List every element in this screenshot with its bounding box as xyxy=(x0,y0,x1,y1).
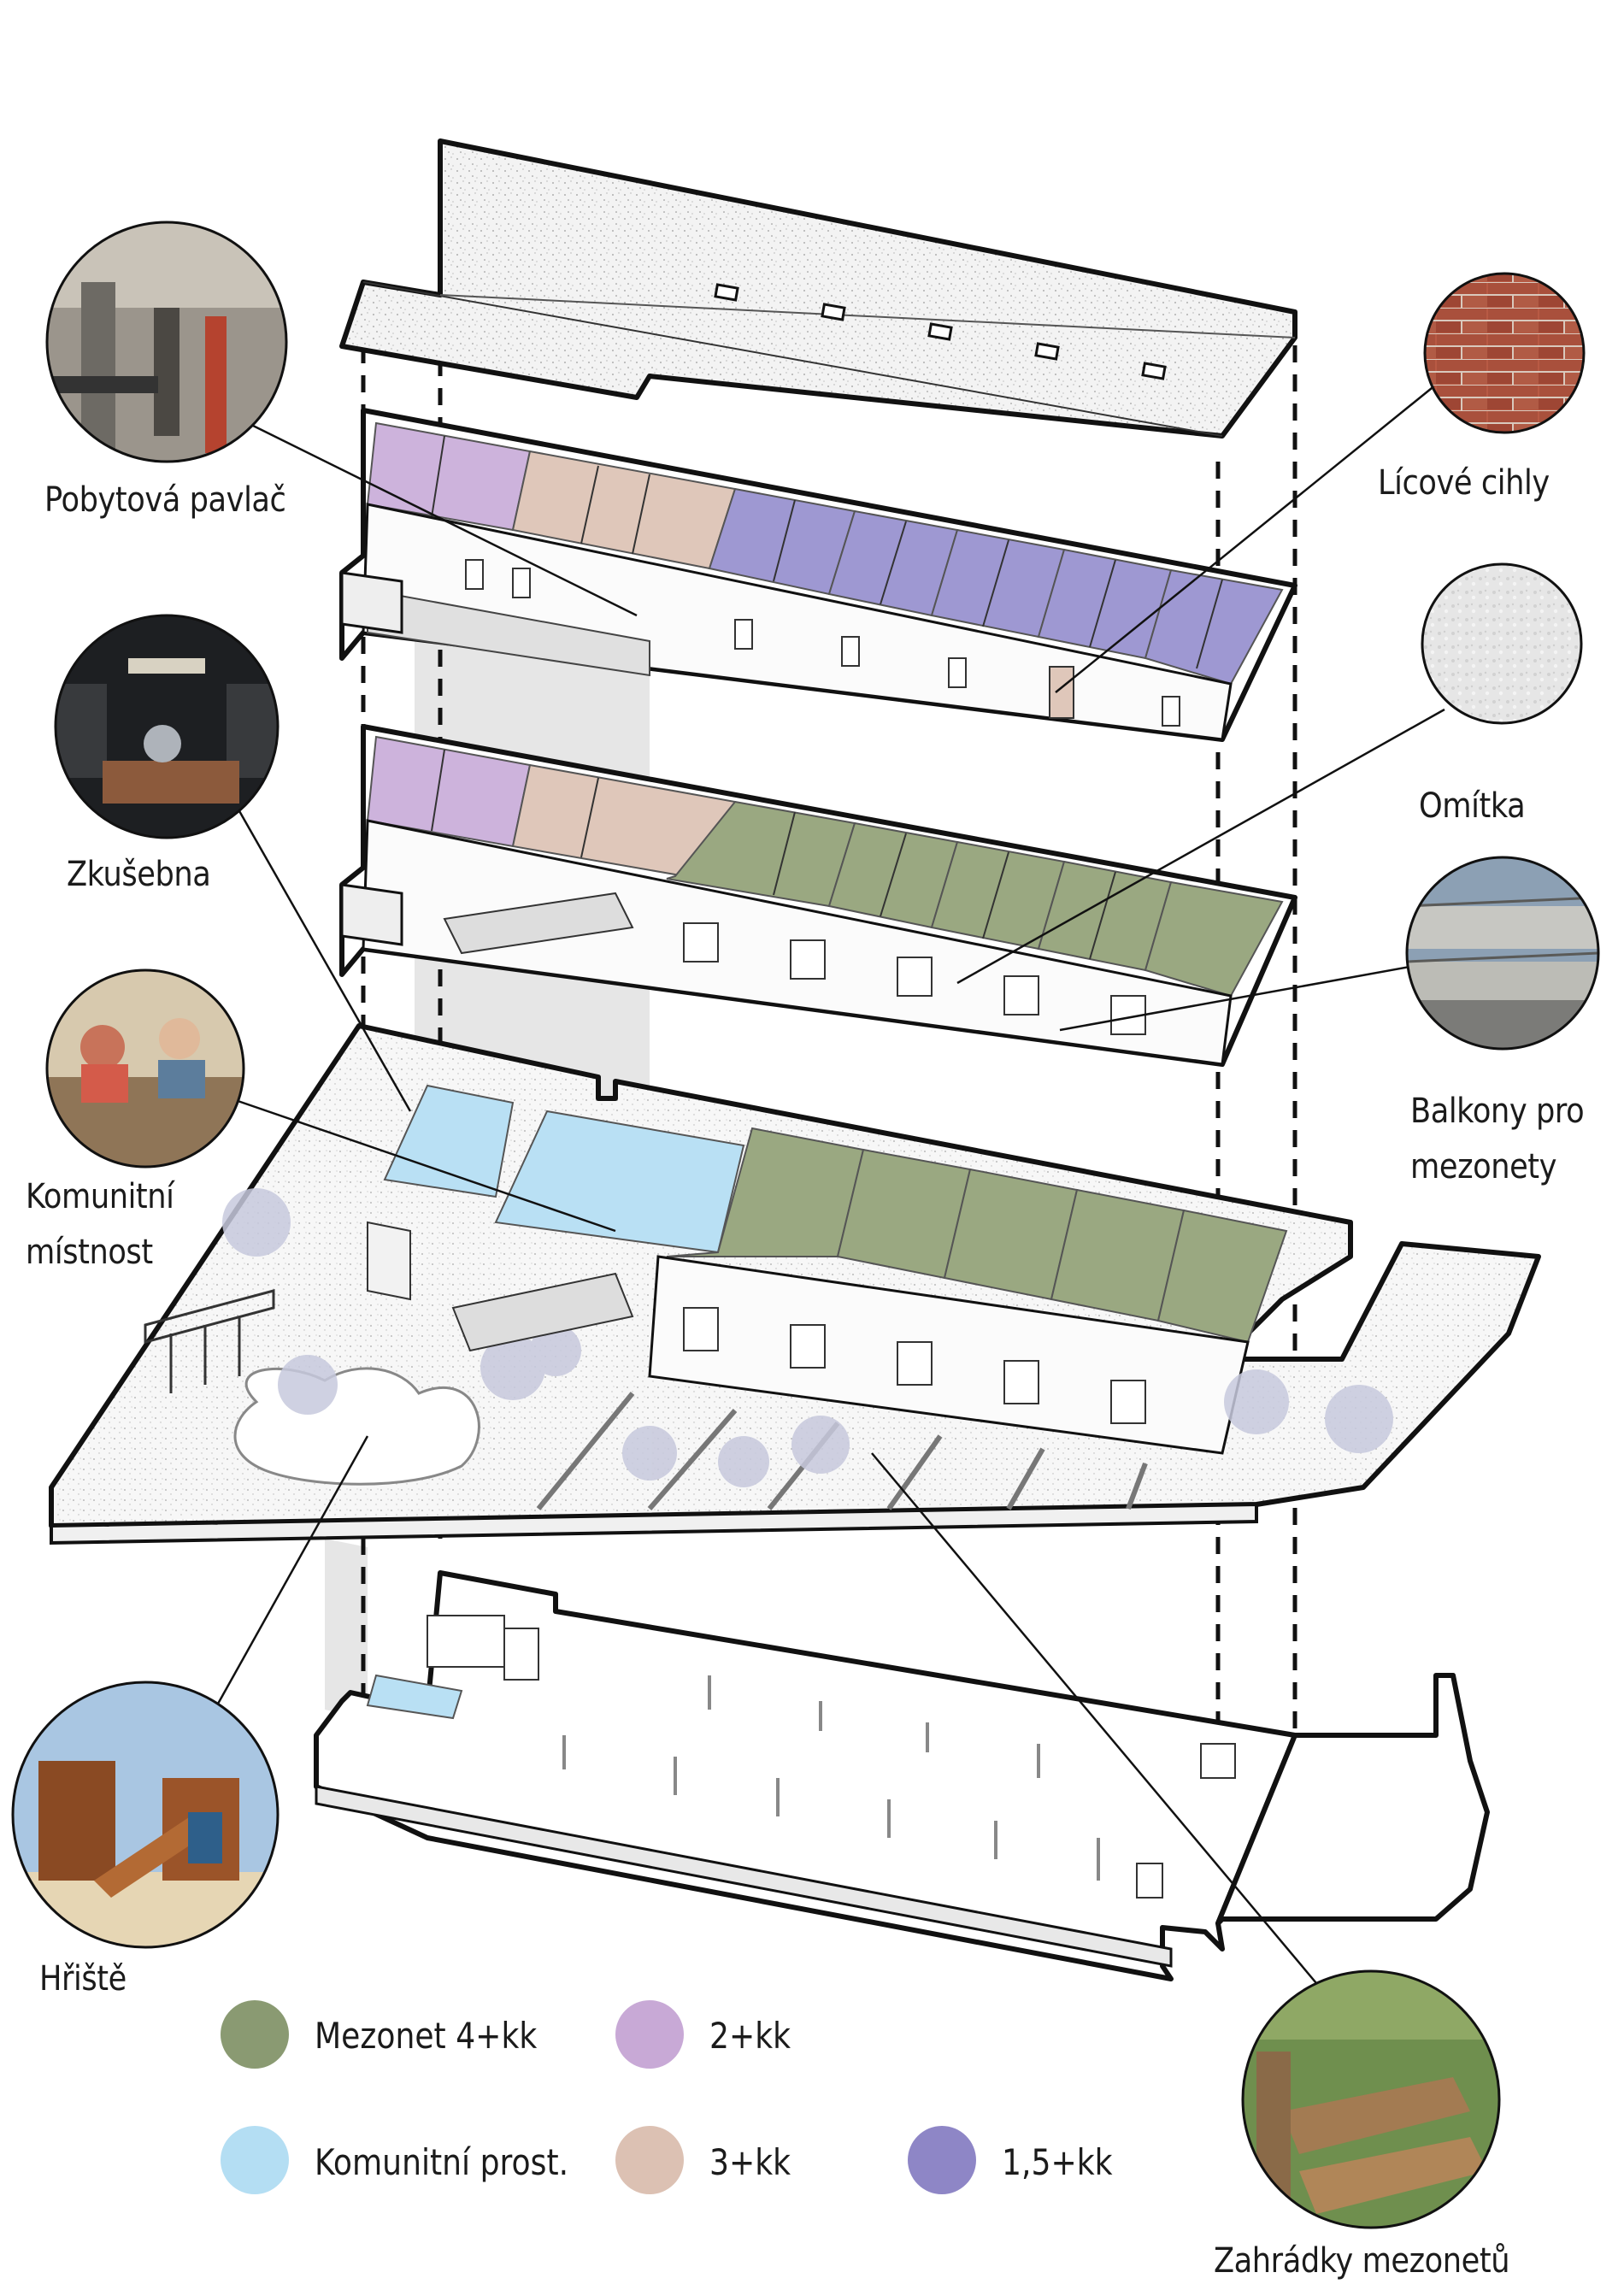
photo-playground xyxy=(11,1681,279,1949)
plaster-texture xyxy=(1421,562,1583,725)
brick-texture xyxy=(1423,272,1586,434)
legend-label-15kk: 1,5+kk xyxy=(1002,2141,1113,2183)
community-room xyxy=(383,1084,515,1198)
photo-rehearsal xyxy=(54,614,279,839)
photo-gallery xyxy=(45,221,288,463)
legend-swatch-1 xyxy=(615,2000,684,2069)
legend-label-2kk: 2+kk xyxy=(709,2015,791,2057)
legend-swatch-2 xyxy=(221,2126,289,2194)
label-zahradky: Zahrádky mezonetů xyxy=(1214,2241,1510,2281)
floor-2 xyxy=(339,724,1297,1067)
basement xyxy=(314,1570,1490,1981)
unit-mezonet xyxy=(666,1127,865,1257)
ground-floor xyxy=(49,1023,1541,1545)
label-hriste: Hřiště xyxy=(39,1959,127,1999)
basement-ramp xyxy=(1215,1673,1490,1926)
legend-swatch-4 xyxy=(908,2126,976,2194)
floor-3 xyxy=(339,408,1297,742)
label-licove-cihly: Lícové cihly xyxy=(1378,463,1550,503)
leader-lines xyxy=(203,384,1445,1984)
unit-mezonet xyxy=(666,800,856,908)
label-komunitni-1: Komunitní xyxy=(26,1177,174,1216)
shaft-shading-lower xyxy=(325,1539,368,1718)
label-balkony-1: Balkony pro xyxy=(1410,1092,1585,1131)
legend-swatch-0 xyxy=(221,2000,289,2069)
legend-swatches xyxy=(221,2000,976,2194)
label-komunitni-2: místnost xyxy=(26,1233,153,1272)
legend-label-mezonet: Mezonet 4+kk xyxy=(315,2015,538,2057)
label-pobytova-pavlac: Pobytová pavlač xyxy=(44,480,286,520)
roof-slab xyxy=(339,138,1297,439)
basement-community xyxy=(366,1674,463,1720)
legend-label-komunitni: Komunitní prost. xyxy=(315,2141,569,2183)
legend-label-3kk: 3+kk xyxy=(709,2141,791,2183)
legend-swatch-3 xyxy=(615,2126,684,2194)
photo-community-room xyxy=(45,968,245,1169)
photo-balcony xyxy=(1405,856,1600,1051)
label-zkusebna: Zkušebna xyxy=(67,855,211,894)
label-balkony-2: mezonety xyxy=(1410,1147,1557,1186)
photo-garden xyxy=(1241,1969,1501,2229)
label-omitka: Omítka xyxy=(1419,786,1526,826)
